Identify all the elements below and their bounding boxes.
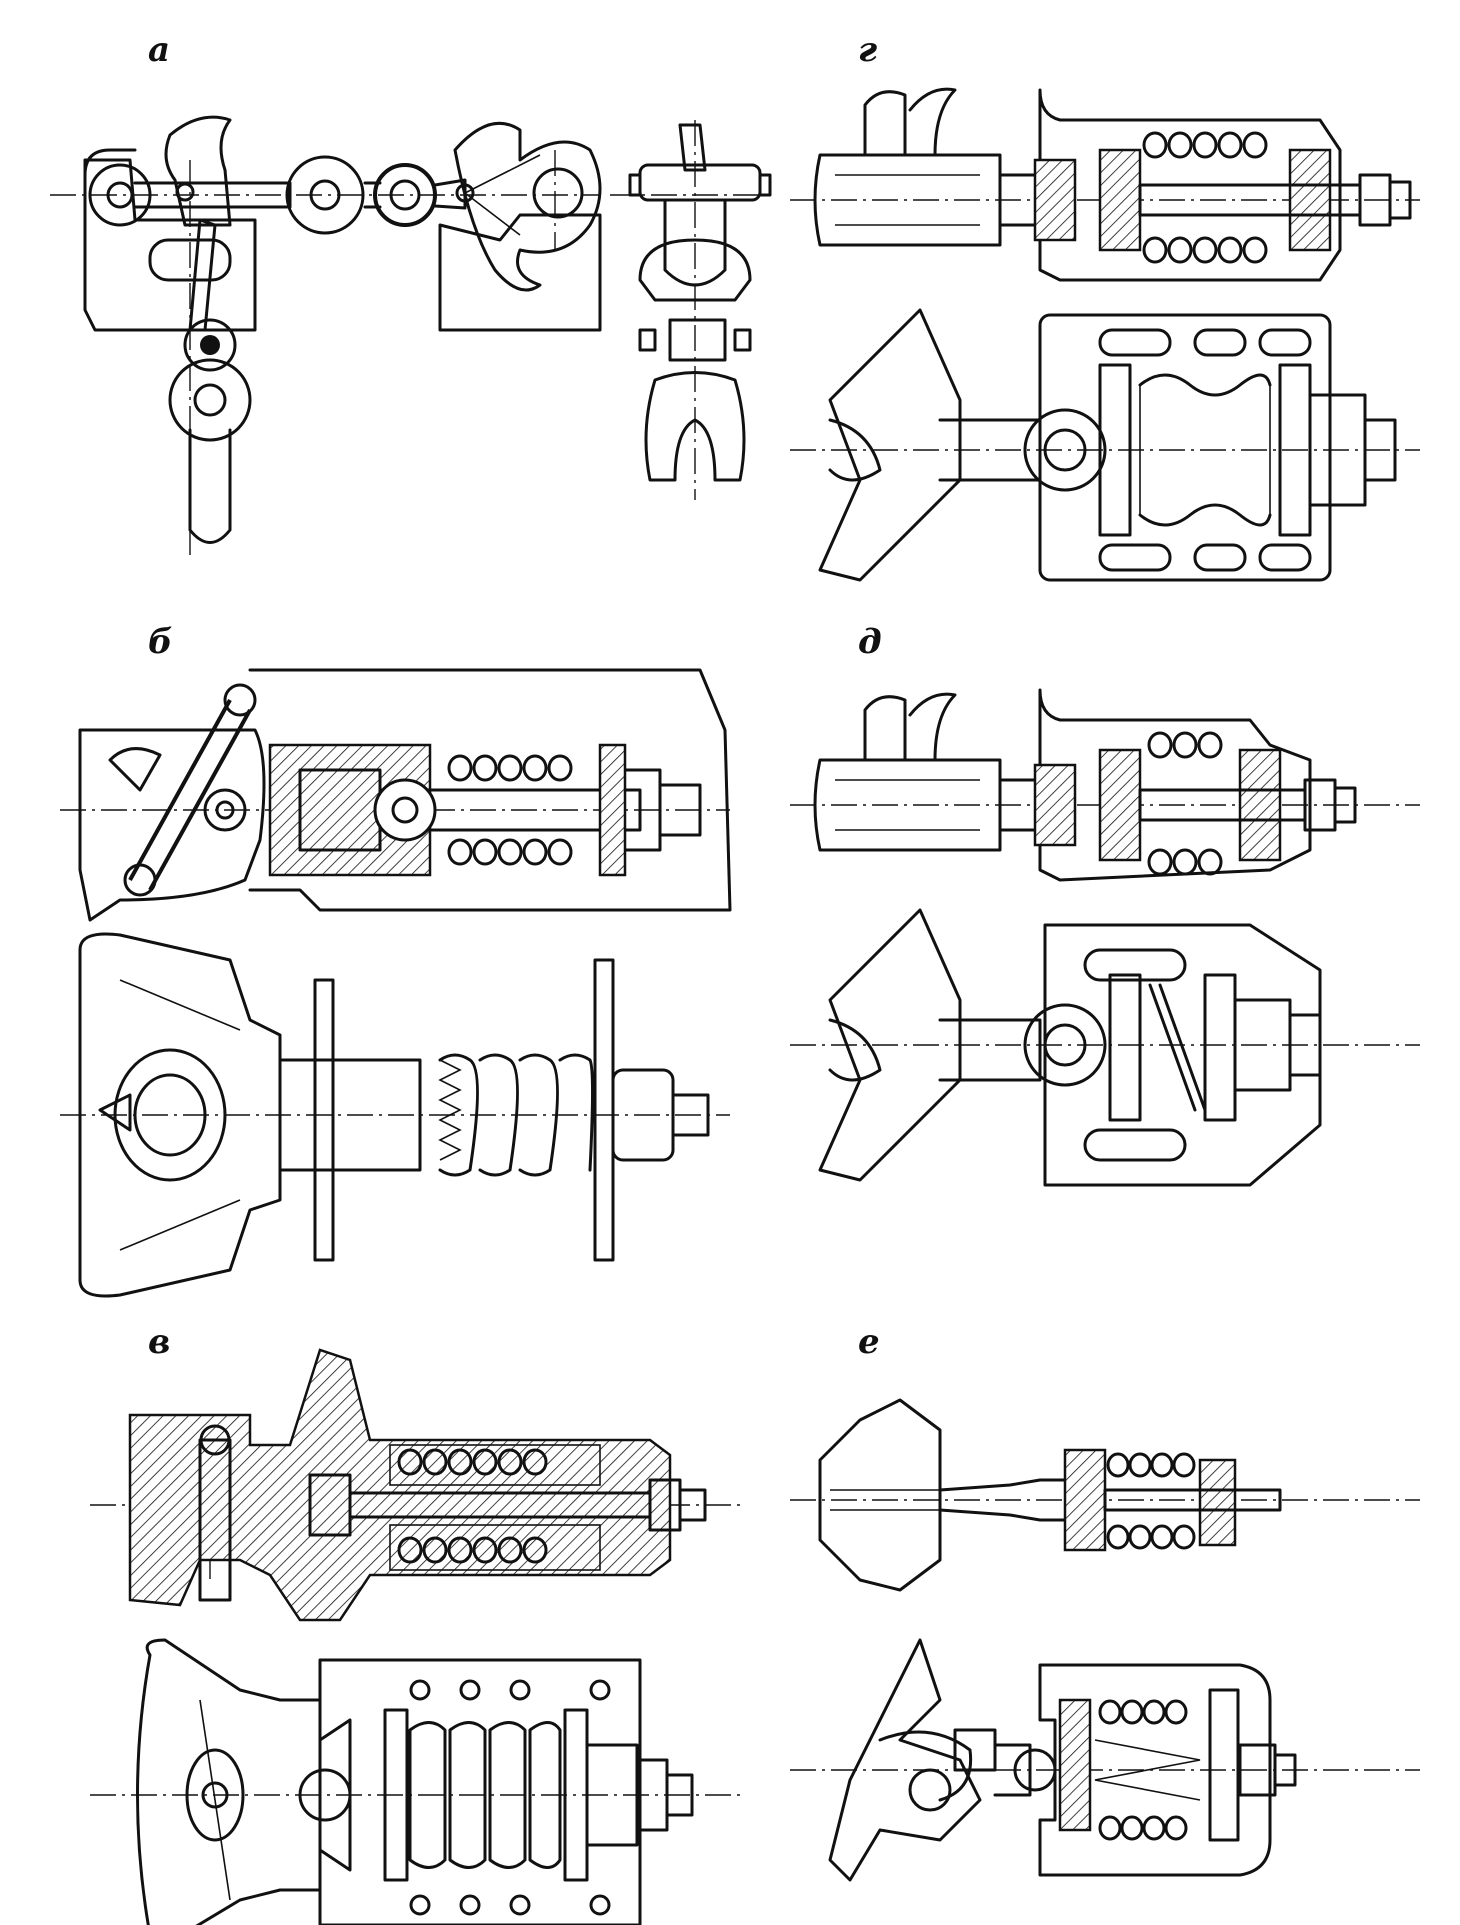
label-a: а	[148, 30, 171, 70]
panel-d-drawing	[790, 688, 1420, 1187]
panel-a-drawing	[50, 115, 772, 560]
panel-e-drawing	[790, 1398, 1420, 1882]
label-b: б	[148, 622, 173, 662]
panel-g-drawing	[790, 87, 1420, 582]
panel-v-drawing	[90, 1348, 740, 1925]
label-d: д	[858, 622, 882, 662]
label-v: в	[148, 1322, 171, 1362]
label-g: г	[858, 30, 878, 70]
label-e: е	[858, 1322, 880, 1362]
panel-b-drawing	[60, 668, 732, 1298]
